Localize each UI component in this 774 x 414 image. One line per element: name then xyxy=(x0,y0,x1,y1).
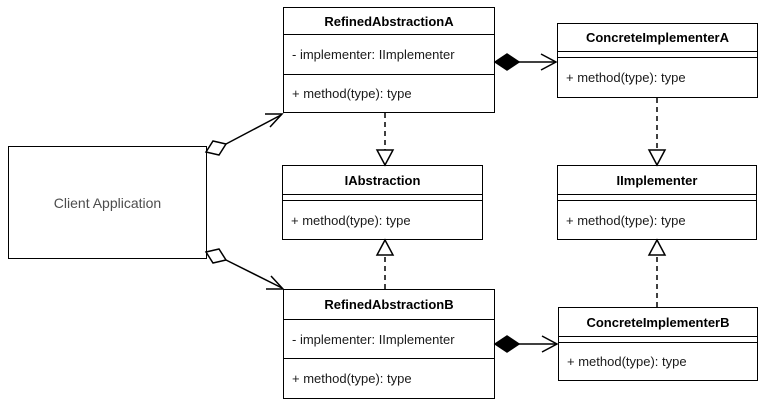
hollow-triangle-icon xyxy=(647,149,667,167)
class-attributes-empty-section xyxy=(558,195,756,201)
open-arrowhead-icon xyxy=(541,335,559,353)
class-client-application: Client Application xyxy=(8,146,207,259)
class-iimplementer: IImplementer + method(type): type xyxy=(557,165,757,240)
class-refined-abstraction-a: RefinedAbstractionA - implementer: IImpl… xyxy=(283,7,495,113)
class-attributes-empty-section xyxy=(559,337,757,343)
class-title: ConcreteImplementerB xyxy=(559,308,757,337)
class-method: + method(type): type xyxy=(292,371,412,386)
hollow-triangle-icon xyxy=(375,238,395,256)
realization-arrow-concrete-implementer-b-to-iimplementer xyxy=(647,238,667,307)
realization-arrow-concrete-implementer-a-to-iimplementer xyxy=(647,98,667,167)
aggregation-arrow-client-to-refined-abstraction-a xyxy=(204,113,284,156)
open-arrowhead-icon xyxy=(266,275,285,290)
class-concrete-implementer-b: ConcreteImplementerB + method(type): typ… xyxy=(558,307,758,381)
class-method: + method(type): type xyxy=(566,212,686,228)
class-attribute: - implementer: IImplementer xyxy=(284,320,494,359)
class-title: ConcreteImplementerA xyxy=(558,24,757,52)
filled-diamond-icon xyxy=(493,335,521,353)
composition-arrow-refined-abstraction-b-to-concrete-implementer-b xyxy=(493,335,559,353)
class-title: IImplementer xyxy=(558,166,756,195)
class-concrete-implementer-a: ConcreteImplementerA + method(type): typ… xyxy=(557,23,758,98)
class-title: Client Application xyxy=(53,194,162,211)
class-method: + method(type): type xyxy=(567,354,687,369)
hollow-triangle-icon xyxy=(647,238,667,256)
class-title: RefinedAbstractionA xyxy=(284,8,494,35)
class-iabstraction: IAbstraction + method(type): type xyxy=(282,165,483,240)
class-refined-abstraction-b: RefinedAbstractionB - implementer: IImpl… xyxy=(283,289,495,399)
class-attribute: - implementer: IImplementer xyxy=(284,35,494,75)
hollow-triangle-icon xyxy=(375,149,395,167)
class-title: RefinedAbstractionB xyxy=(284,290,494,320)
filled-diamond-icon xyxy=(493,53,521,71)
class-method: + method(type): type xyxy=(291,212,411,228)
class-attributes-empty-section xyxy=(558,52,757,58)
realization-arrow-refined-abstraction-b-to-iabstraction xyxy=(375,238,395,289)
class-attributes-empty-section xyxy=(283,195,482,201)
open-arrowhead-icon xyxy=(540,53,558,71)
class-method: + method(type): type xyxy=(292,86,412,101)
class-method: + method(type): type xyxy=(566,70,686,85)
class-title: IAbstraction xyxy=(283,166,482,195)
composition-arrow-refined-abstraction-a-to-concrete-implementer-a xyxy=(493,53,558,71)
realization-arrow-refined-abstraction-a-to-iabstraction xyxy=(375,113,395,167)
aggregation-arrow-client-to-refined-abstraction-b xyxy=(204,248,285,290)
open-arrowhead-icon xyxy=(265,113,284,128)
hollow-diamond-icon xyxy=(204,140,228,156)
hollow-diamond-icon xyxy=(204,248,228,264)
